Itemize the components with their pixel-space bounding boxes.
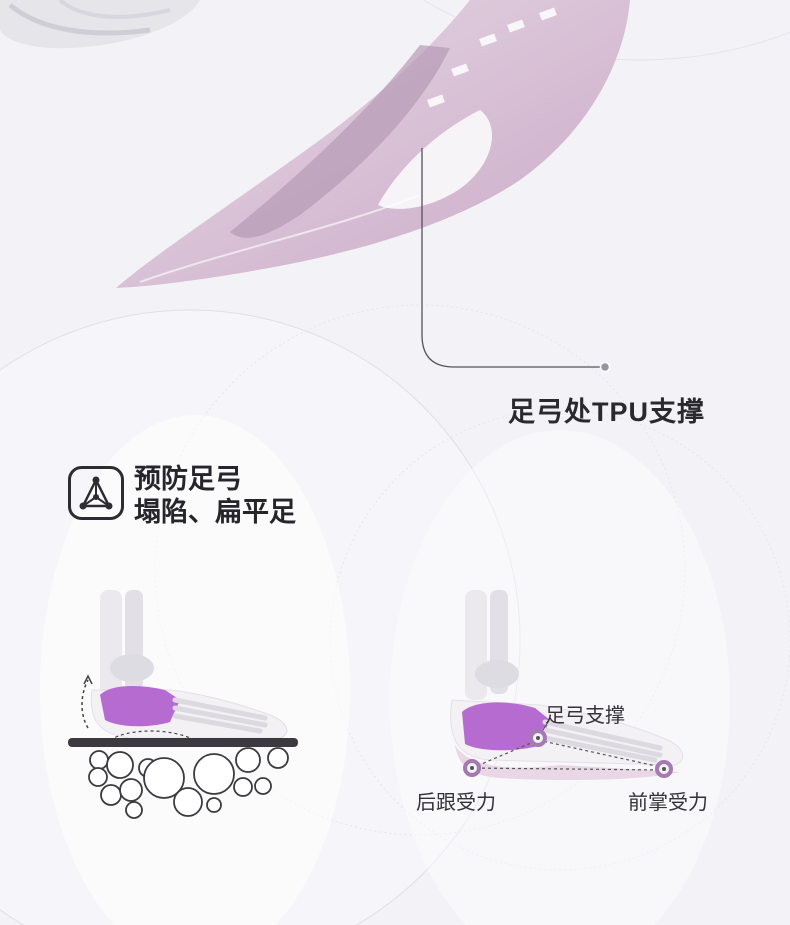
tpu-support-title: 足弓处TPU支撑 [508,397,705,427]
feature-line-1: 预防足弓 [134,464,242,494]
heel-force-label: 后跟受力 [416,792,496,814]
arch-support-label: 足弓支撑 [545,705,625,727]
feature-heading: 预防足弓 塌陷、扁平足 [134,463,296,529]
forefoot-force-label: 前掌受力 [628,792,708,814]
arch-triangle-icon [68,466,124,520]
feature-line-2: 塌陷、扁平足 [134,497,296,527]
